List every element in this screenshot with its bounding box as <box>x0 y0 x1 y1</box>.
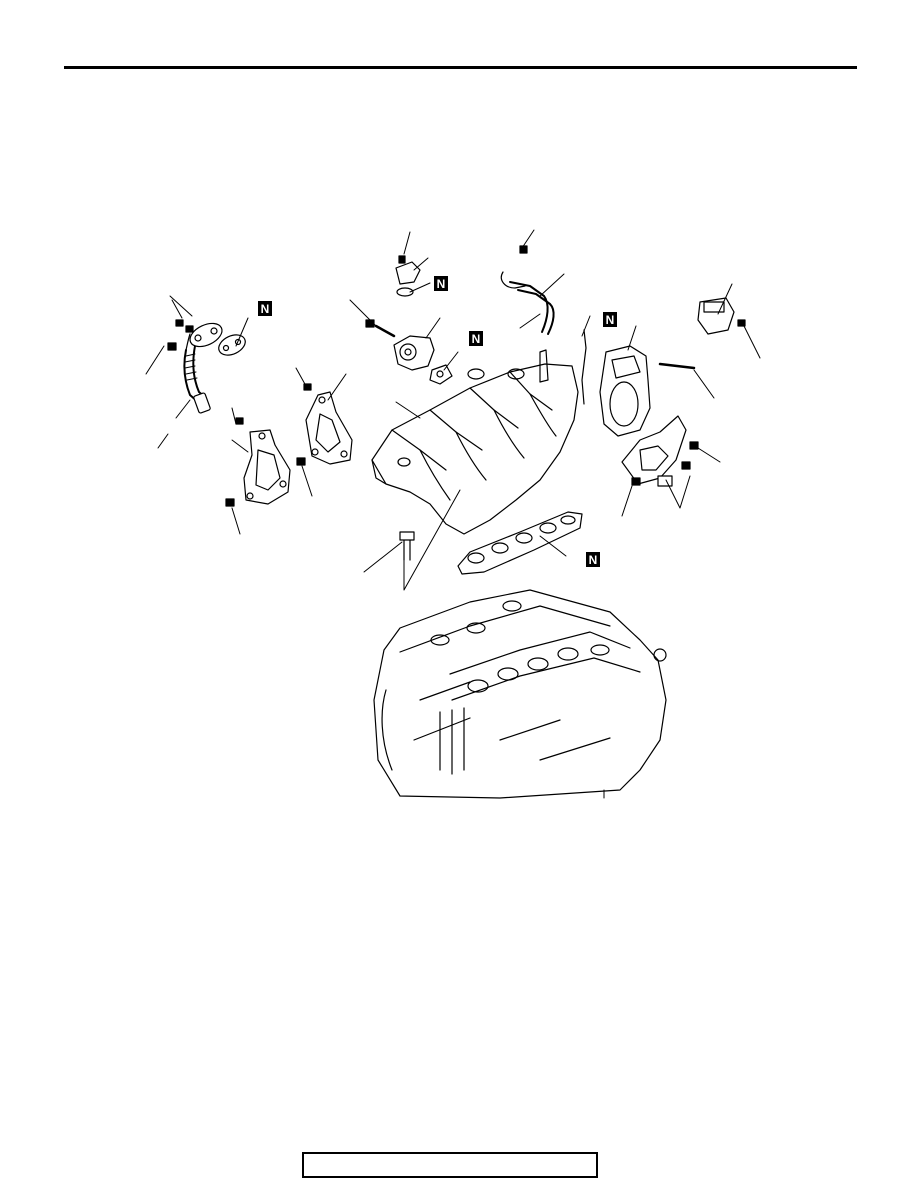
manifold-bolt <box>399 531 415 561</box>
manifold-stay-right <box>305 391 353 465</box>
new-part-marker-badge: N <box>258 301 272 316</box>
engine-assembly <box>373 589 667 799</box>
intake-manifold <box>371 349 579 535</box>
bolt-icon <box>225 383 312 507</box>
callout-leader-lines <box>145 229 761 799</box>
manifold-stay-left <box>243 429 291 505</box>
new-part-marker-badge: N <box>586 552 600 567</box>
intake-manifold-gasket <box>457 511 583 575</box>
bolt-icon <box>681 441 699 470</box>
new-part-marker-badge: N <box>603 312 617 327</box>
water-pipe-assembly <box>183 322 223 414</box>
svg-text:N: N <box>472 332 481 346</box>
header-rule <box>64 66 857 69</box>
throttle-body <box>599 345 696 437</box>
throttle-body-gasket <box>581 329 587 405</box>
new-part-marker-badge: N <box>469 331 483 346</box>
footer-label-box <box>302 1152 598 1178</box>
bolt-icon <box>167 319 194 351</box>
purge-control-solenoid <box>697 297 746 335</box>
pcv-hose-assembly <box>500 245 555 335</box>
svg-text:N: N <box>261 302 270 316</box>
svg-text:N: N <box>437 277 446 291</box>
new-part-marker-badge: N <box>434 276 448 291</box>
svg-text:N: N <box>589 553 598 567</box>
egr-valve <box>365 319 435 371</box>
svg-text:N: N <box>606 313 615 327</box>
egr-valve-gasket <box>429 364 453 385</box>
throttle-body-stay <box>621 415 687 487</box>
intake-air-temp-sensor <box>395 255 421 297</box>
